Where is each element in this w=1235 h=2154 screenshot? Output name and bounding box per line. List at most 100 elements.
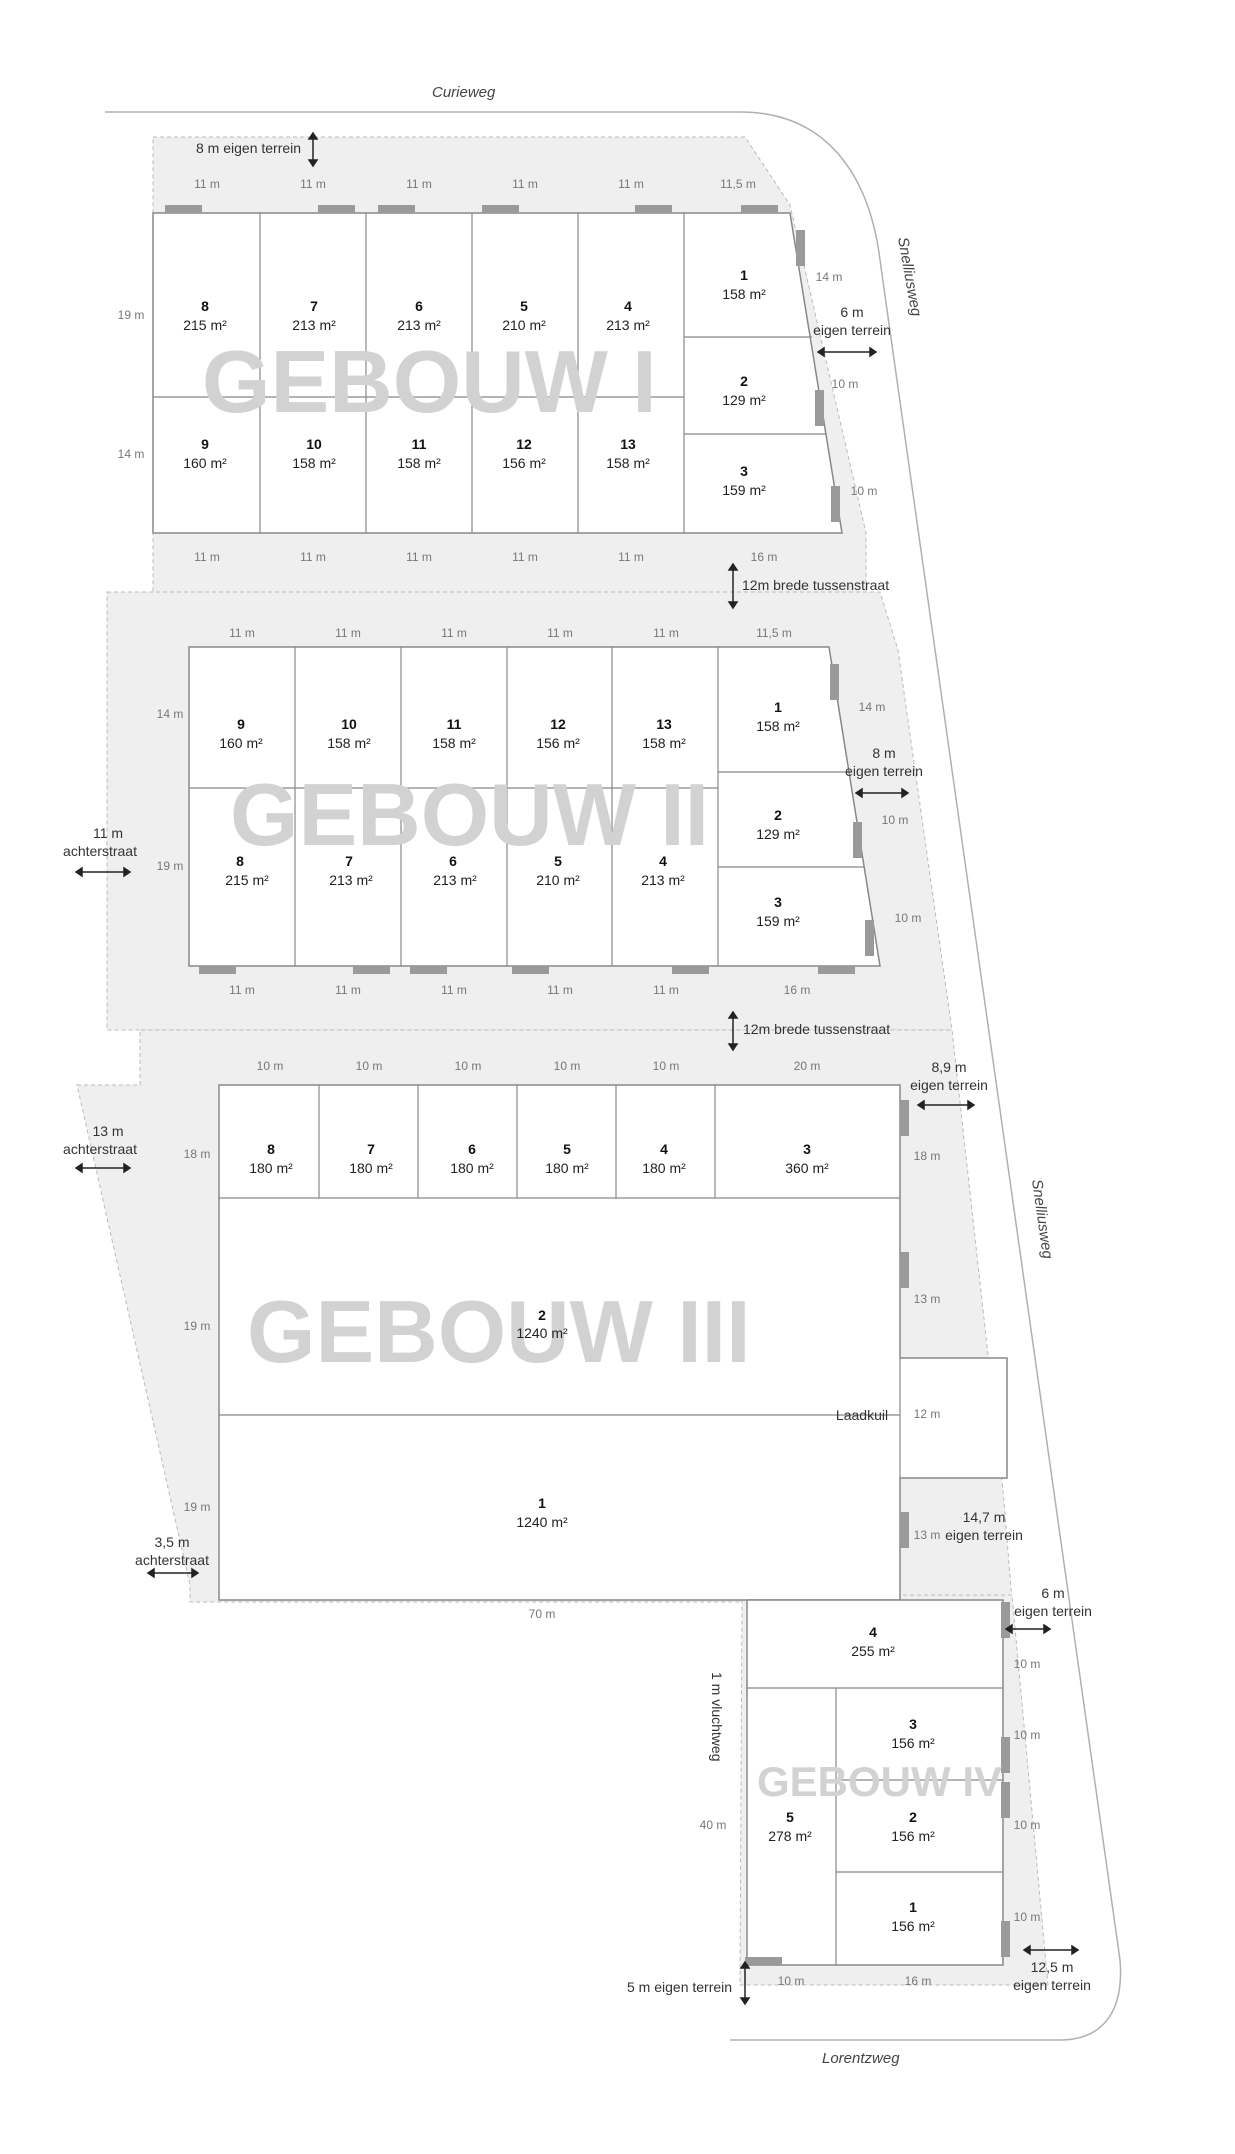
- dimension-label: 11 m: [194, 550, 220, 564]
- unit-number: 8: [201, 298, 209, 314]
- dimension-label: 11,5 m: [756, 626, 792, 640]
- unit-number: 3: [909, 1716, 917, 1732]
- door-mark: [378, 205, 415, 213]
- unit-area: 278 m²: [768, 1828, 812, 1844]
- unit-area: 180 m²: [642, 1160, 686, 1176]
- unit-area: 158 m²: [432, 735, 476, 751]
- dimension-label: 11 m: [300, 177, 326, 191]
- dimension-labels: 11 m 11 m 11 m 11 m 11 m 11,5 m 19 m 14 …: [118, 177, 1041, 1988]
- unit-number: 4: [659, 853, 667, 869]
- unit-area: 215 m²: [183, 317, 227, 333]
- unit-number: 2: [538, 1307, 546, 1323]
- g2-right-label-line2: eigen terrein: [845, 763, 923, 779]
- dimension-label: 10 m: [851, 484, 878, 498]
- gebouw-4-units: 4 255 m² 3 156 m² 2 156 m² 1 156 m² 5 27…: [768, 1624, 935, 1934]
- door-mark: [1001, 1921, 1010, 1957]
- g4-right-label-line1: 6 m: [1041, 1585, 1064, 1601]
- arrow-head: [123, 866, 132, 878]
- dimension-label: 11 m: [441, 626, 467, 640]
- dimension-label: 11 m: [653, 983, 679, 997]
- street-label-1: 12m brede tussenstraat: [742, 577, 889, 593]
- unit-number: 1: [909, 1899, 917, 1915]
- gebouw-2-outline: [188, 646, 881, 967]
- dimension-label: 11 m: [618, 177, 644, 191]
- dimension-label: 19 m: [118, 308, 145, 322]
- door-mark: [165, 205, 202, 213]
- arrow-head: [74, 1162, 83, 1174]
- door-mark: [745, 1957, 782, 1965]
- dimension-label: 14 m: [859, 700, 886, 714]
- g1-top-terrain-label: 8 m eigen terrein: [196, 140, 301, 156]
- unit-area: 159 m²: [722, 482, 766, 498]
- g2-left-label-line2: achterstraat: [63, 843, 137, 859]
- building-title-4: GEBOUW IV: [757, 1758, 1002, 1805]
- door-mark: [635, 205, 672, 213]
- dimension-label: 12 m: [914, 1407, 941, 1421]
- unit-number: 9: [237, 716, 245, 732]
- g4-bottom-label: 5 m eigen terrein: [627, 1979, 732, 1995]
- interior-walls: [153, 213, 1003, 1965]
- unit-number: 7: [310, 298, 318, 314]
- unit-number: 2: [909, 1809, 917, 1825]
- dimension-label: 20 m: [794, 1059, 821, 1073]
- arrow-head: [739, 1960, 751, 1969]
- unit-area: 158 m²: [606, 455, 650, 471]
- door-mark: [818, 966, 855, 974]
- g3-right2-label-line1: 14,7 m: [963, 1509, 1006, 1525]
- g4-br-label-line1: 12,5 m: [1031, 1959, 1074, 1975]
- arrow-head: [869, 346, 878, 358]
- unit-number: 9: [201, 436, 209, 452]
- dimension-label: 11 m: [229, 983, 255, 997]
- unit-area: 213 m²: [606, 317, 650, 333]
- unit-area: 156 m²: [536, 735, 580, 751]
- dimension-label: 14 m: [816, 270, 843, 284]
- dimension-label: 13 m: [914, 1292, 941, 1306]
- g1-right-label-line2: eigen terrein: [813, 322, 891, 338]
- unit-area: 160 m²: [219, 735, 263, 751]
- g1-right-label-line1: 6 m: [840, 304, 863, 320]
- unit-number: 3: [740, 463, 748, 479]
- unit-area: 158 m²: [722, 286, 766, 302]
- dimension-label: 11 m: [229, 626, 255, 640]
- door-marks: [165, 205, 1010, 1965]
- unit-area: 213 m²: [397, 317, 441, 333]
- building-title-1: GEBOUW I: [202, 332, 657, 431]
- dimension-label: 10 m: [455, 1059, 482, 1073]
- unit-area: 180 m²: [545, 1160, 589, 1176]
- street-label-2: 12m brede tussenstraat: [743, 1021, 890, 1037]
- unit-number: 3: [774, 894, 782, 910]
- dimension-label: 11 m: [194, 177, 220, 191]
- unit-number: 4: [660, 1141, 668, 1157]
- arrow-head: [727, 562, 739, 571]
- arrow-head: [146, 1567, 155, 1579]
- door-mark: [199, 966, 236, 974]
- dimension-label: 11,5 m: [720, 177, 756, 191]
- unit-number: 1: [740, 267, 748, 283]
- unit-area: 180 m²: [249, 1160, 293, 1176]
- dimension-label: 10 m: [554, 1059, 581, 1073]
- dimension-label: 11 m: [653, 626, 679, 640]
- dimension-label: 10 m: [778, 1974, 805, 1988]
- unit-area: 213 m²: [329, 872, 373, 888]
- dimension-label: 13 m: [914, 1528, 941, 1542]
- unit-number: 4: [624, 298, 632, 314]
- g3-back-label-line1: 3,5 m: [154, 1534, 189, 1550]
- g2-left-label-line1: 11 m: [93, 825, 123, 841]
- unit-area: 213 m²: [292, 317, 336, 333]
- arrow-head: [727, 601, 739, 610]
- unit-number: 8: [267, 1141, 275, 1157]
- dimension-label: 10 m: [257, 1059, 284, 1073]
- arrows: [74, 131, 1080, 2006]
- door-mark: [831, 486, 840, 522]
- unit-area: 255 m²: [851, 1643, 895, 1659]
- arrow-head: [1071, 1944, 1080, 1956]
- unit-number: 1: [538, 1495, 546, 1511]
- road-snelliusweg-mid: Snelliusweg: [1028, 1178, 1056, 1260]
- dimension-label: 11 m: [335, 983, 361, 997]
- unit-area: 160 m²: [183, 455, 227, 471]
- unit-number: 6: [449, 853, 457, 869]
- dimension-label: 10 m: [653, 1059, 680, 1073]
- door-mark: [1001, 1602, 1010, 1638]
- unit-number: 10: [341, 716, 357, 732]
